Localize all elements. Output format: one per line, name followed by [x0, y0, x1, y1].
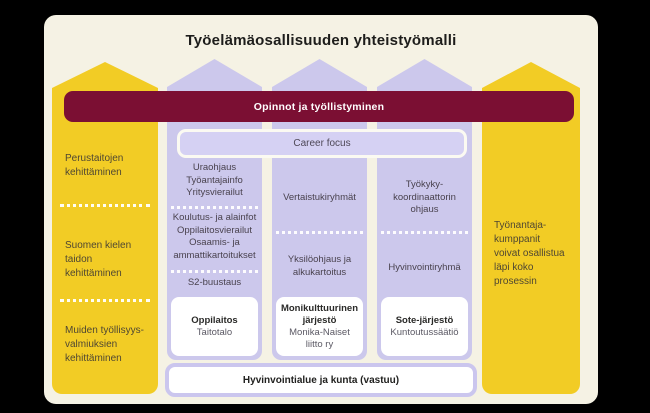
career-focus-label: Career focus: [293, 138, 351, 149]
dotted-divider: [276, 231, 363, 234]
column1-block-uraohjaus: Uraohjaus Työantajainfo Yritysvierailut: [186, 162, 243, 198]
goal-banner-label: Opinnot ja työllistyminen: [253, 100, 385, 113]
column3-block-tyokyky: Työkyky- koordinaattorin ohjaus: [393, 179, 456, 215]
career-focus-strip: Career focus: [177, 129, 467, 158]
right-rail-text: Työnantaja- kumppanit voivat osallistua …: [494, 220, 565, 287]
column2-block-vertaistuki: Vertaistukiryhmät: [283, 192, 356, 203]
dotted-divider: [171, 206, 258, 209]
dotted-divider: [60, 299, 150, 302]
org-name-label: Kuntoutussäätiö: [390, 326, 459, 338]
column1-block-koulutus: Koulutus- ja alainfot Oppilaitosvierailu…: [172, 212, 257, 261]
goal-banner: Opinnot ja työllistyminen: [64, 91, 574, 122]
org-card-monikulttuurinen: Monikulttuurinen järjestö Monika-Naiset …: [276, 297, 363, 356]
column1-block-s2: S2-buustaus: [187, 277, 242, 288]
column3-block-hyvinvointiryhma: Hyvinvointiryhmä: [388, 262, 461, 273]
org-type-label: Monikulttuurinen järjestö: [280, 302, 359, 326]
responsibility-bar: Hyvinvointialue ja kunta (vastuu): [165, 363, 477, 397]
org-name-label: Monika-Naiset liitto ry: [289, 326, 350, 350]
column2-block-yksiloohjaus: Yksilöohjaus ja alkukartoitus: [287, 254, 352, 278]
left-rail-item-suomen-kieli: Suomen kielen taidon kehittäminen: [65, 240, 132, 279]
dotted-divider: [60, 204, 150, 207]
left-rail-item-perustaidot: Perustaitojen kehittäminen: [65, 153, 124, 178]
org-card-oppilaitos: Oppilaitos Taitotalo: [171, 297, 258, 356]
dotted-divider: [171, 270, 258, 273]
page-title: Työelämäosallisuuden yhteistyömalli: [185, 32, 457, 49]
org-name-label: Taitotalo: [196, 326, 233, 338]
responsibility-bar-label: Hyvinvointialue ja kunta (vastuu): [242, 374, 400, 386]
left-rail-item-muut-valmiudet: Muiden työllisyys- valmiuksien kehittämi…: [65, 325, 144, 364]
org-type-label: Oppilaitos: [191, 314, 238, 326]
org-type-label: Sote-järjestö: [395, 314, 454, 326]
dotted-divider: [381, 231, 468, 234]
org-card-sote: Sote-järjestö Kuntoutussäätiö: [381, 297, 468, 356]
